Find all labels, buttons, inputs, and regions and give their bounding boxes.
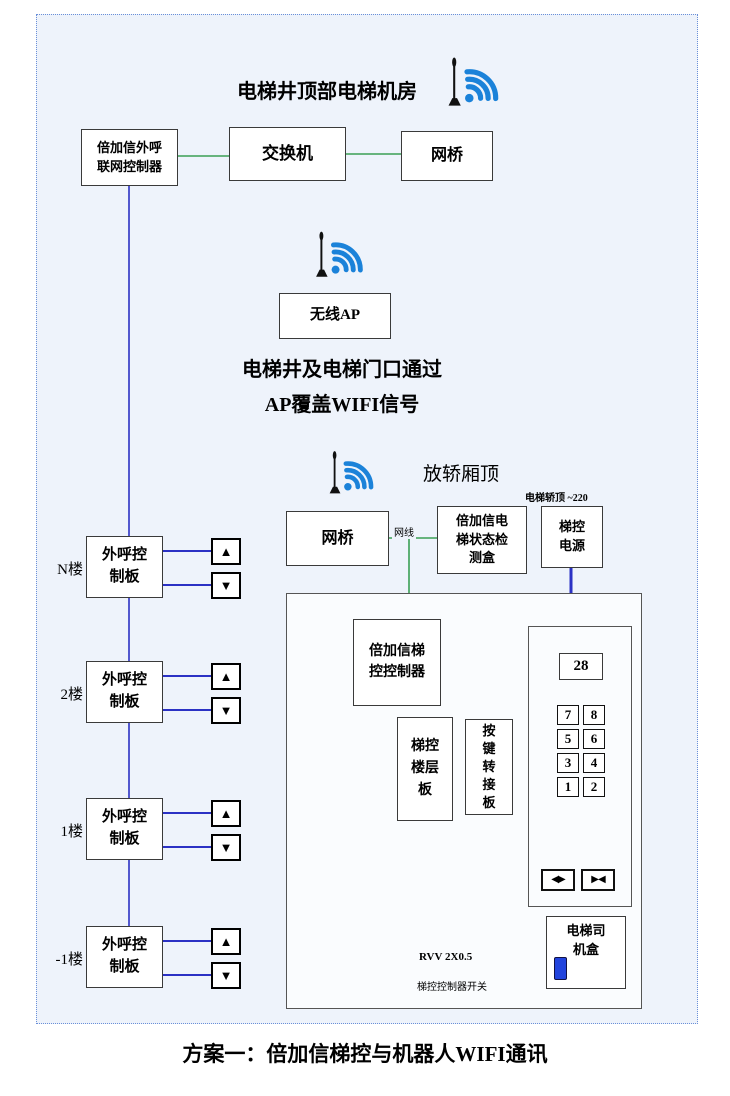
hall-call-up-button-n: ▲ xyxy=(211,538,241,565)
diagram-canvas: 电梯井顶部电梯机房 倍加信外呼 联网控制器 交换机 网桥 无线AP 电梯井及电梯… xyxy=(36,14,698,1024)
cable-spec-label: RVV 2X0.5 xyxy=(419,951,473,963)
hall-call-up-button-1: ▲ xyxy=(211,800,241,827)
wifi-antenna-icon-ap xyxy=(309,227,371,284)
hall-call-board-2: 外呼控 制板 xyxy=(86,661,163,723)
car-top-label: 放轿厢顶 xyxy=(423,464,500,485)
network-bridge-box-top: 网桥 xyxy=(401,131,493,181)
door-close-button: ▶◀ xyxy=(581,869,615,891)
floor-board-box: 梯控 楼层 板 xyxy=(397,717,453,821)
elevator-control-controller-box: 倍加信梯 控控制器 xyxy=(353,619,441,706)
hall-call-board-n: 外呼控 制板 xyxy=(86,536,163,598)
hall-call-down-button-minus1: ▼ xyxy=(211,962,241,989)
wifi-antenna-icon-car xyxy=(323,447,381,500)
up-arrow-icon: ▲ xyxy=(219,805,233,821)
floor-key-6: 6 xyxy=(583,729,605,749)
controller-switch-icon xyxy=(554,957,567,980)
ethernet-cable-label: 网线 xyxy=(392,524,416,539)
floor-key-7: 7 xyxy=(557,705,579,725)
hall-call-board-minus1: 外呼控 制板 xyxy=(86,926,163,988)
hall-call-network-controller-box: 倍加信外呼 联网控制器 xyxy=(81,129,178,186)
floor-key-5: 5 xyxy=(557,729,579,749)
key-adapter-board-box: 按 键 转 接 板 xyxy=(465,719,513,815)
controller-switch-label: 梯控控制器开关 xyxy=(417,982,487,993)
hall-call-up-button-minus1: ▲ xyxy=(211,928,241,955)
elevator-driver-box: 电梯司 机盒 xyxy=(546,916,626,989)
floor-key-4: 4 xyxy=(583,753,605,773)
car-operating-panel xyxy=(528,626,632,907)
floor-label-minus1: -1楼 xyxy=(55,952,84,968)
floor-key-2: 2 xyxy=(583,777,605,797)
network-bridge-box-car: 网桥 xyxy=(286,511,389,566)
up-arrow-icon: ▲ xyxy=(219,543,233,559)
floor-label-2: 2楼 xyxy=(60,687,83,703)
down-arrow-icon: ▼ xyxy=(219,839,233,855)
hall-call-down-button-1: ▼ xyxy=(211,834,241,861)
wireless-ap-box: 无线AP xyxy=(279,293,391,339)
door-open-button: ◀▶ xyxy=(541,869,575,891)
machine-room-title: 电梯井顶部电梯机房 xyxy=(237,81,417,103)
floor-key-8: 8 xyxy=(583,705,605,725)
ethernet-switch-box: 交换机 xyxy=(229,127,346,181)
down-arrow-icon: ▼ xyxy=(219,967,233,983)
floor-display: 28 xyxy=(559,653,603,680)
diagram-caption: 方案一：倍加信梯控与机器人WIFI通讯 xyxy=(182,1042,548,1066)
floor-key-1: 1 xyxy=(557,777,579,797)
up-arrow-icon: ▲ xyxy=(219,933,233,949)
wifi-antenna-icon-machine-room xyxy=(441,53,507,113)
hall-call-up-button-2: ▲ xyxy=(211,663,241,690)
floor-label-1: 1楼 xyxy=(60,824,83,840)
door-close-icon: ▶◀ xyxy=(591,873,605,885)
up-arrow-icon: ▲ xyxy=(219,668,233,684)
hall-call-down-button-n: ▼ xyxy=(211,572,241,599)
floor-key-3: 3 xyxy=(557,753,579,773)
down-arrow-icon: ▼ xyxy=(219,577,233,593)
down-arrow-icon: ▼ xyxy=(219,702,233,718)
elevator-status-detector-box: 倍加信电 梯状态检 测盒 xyxy=(437,506,527,574)
floor-label-n: N楼 xyxy=(57,562,83,578)
door-open-icon: ◀▶ xyxy=(551,873,565,885)
driver-box-label: 电梯司 机盒 xyxy=(566,923,606,957)
car-power-note: 电梯轿顶 ~220 xyxy=(525,493,588,504)
wifi-coverage-note: 电梯井及电梯门口通过 AP覆盖WIFI信号 xyxy=(242,359,442,416)
hall-call-board-1: 外呼控 制板 xyxy=(86,798,163,860)
elevator-control-power-box: 梯控 电源 xyxy=(541,506,603,568)
hall-call-down-button-2: ▼ xyxy=(211,697,241,724)
hall-call-wires xyxy=(163,550,211,976)
